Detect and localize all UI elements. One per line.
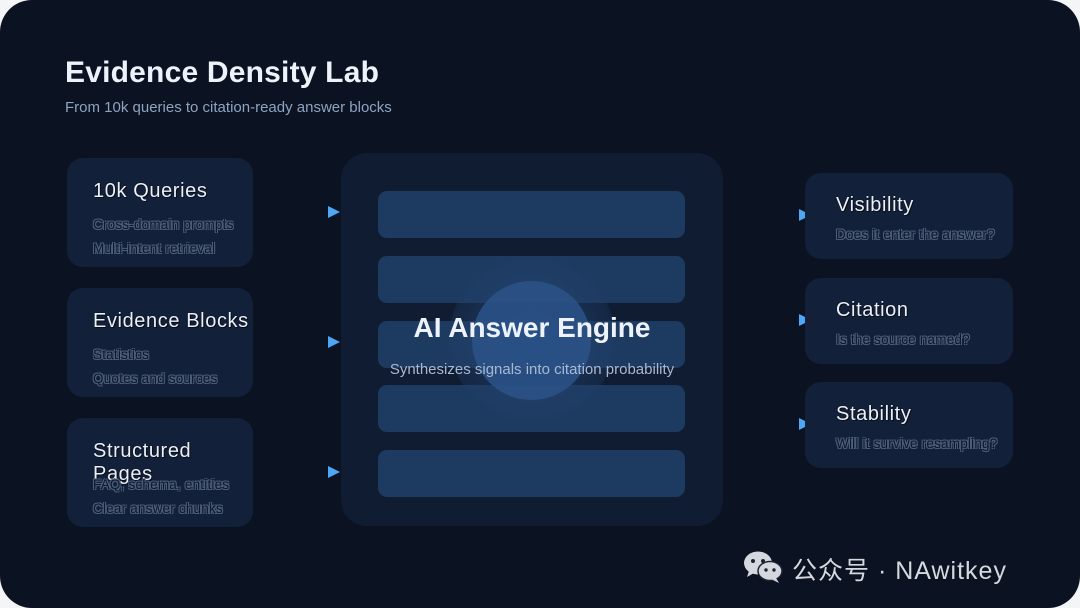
engine-core: [472, 281, 591, 400]
engine-bar: [378, 191, 685, 238]
output-card-stability: Stability Will it survive resampling?: [805, 382, 1013, 468]
output-card-title: Visibility: [836, 194, 914, 216]
output-card-line: Will it survive resampling?: [836, 436, 998, 451]
input-card-title: 10k Queries: [93, 180, 208, 202]
output-card-title: Citation: [836, 299, 909, 321]
page-title: Evidence Density Lab: [65, 56, 380, 89]
output-card-title: Stability: [836, 403, 912, 425]
engine-subtitle: Synthesizes signals into citation probab…: [389, 361, 675, 378]
watermark-text: 公众号 · NAwitkey: [792, 557, 1007, 585]
input-card-line: FAQ, schema, entities: [93, 477, 230, 492]
input-card-structured: Structured Pages FAQ, schema, entities C…: [67, 418, 253, 527]
input-card-line: Clear answer chunks: [93, 501, 223, 516]
arrow-right-icon: [328, 466, 340, 478]
input-card-line: Cross-domain prompts: [93, 217, 234, 232]
input-card-line: Multi-intent retrieval: [93, 241, 216, 256]
input-card-queries: 10k Queries Cross-domain prompts Multi-i…: [67, 158, 253, 267]
engine-bar: [378, 450, 685, 497]
answer-engine-panel: AI Answer Engine Synthesizes signals int…: [341, 153, 723, 526]
input-card-line: Statistics: [93, 347, 150, 362]
output-card-visibility: Visibility Does it enter the answer?: [805, 173, 1013, 259]
arrow-right-icon: [328, 336, 340, 348]
page-subtitle: From 10k queries to citation-ready answe…: [65, 99, 392, 116]
output-card-citation: Citation Is the source named?: [805, 278, 1013, 364]
output-card-line: Is the source named?: [836, 332, 970, 347]
input-card-title: Evidence Blocks: [93, 310, 249, 332]
input-card-evidence: Evidence Blocks Statistics Quotes and so…: [67, 288, 253, 397]
watermark: 公众号 · NAwitkey: [740, 546, 1060, 590]
input-card-line: Quotes and sources: [93, 371, 218, 386]
wechat-icon: [744, 551, 783, 583]
input-card-title: Structured Pages: [93, 440, 192, 485]
output-card-line: Does it enter the answer?: [836, 227, 995, 242]
arrow-right-icon: [328, 206, 340, 218]
engine-title: AI Answer Engine: [413, 312, 651, 343]
